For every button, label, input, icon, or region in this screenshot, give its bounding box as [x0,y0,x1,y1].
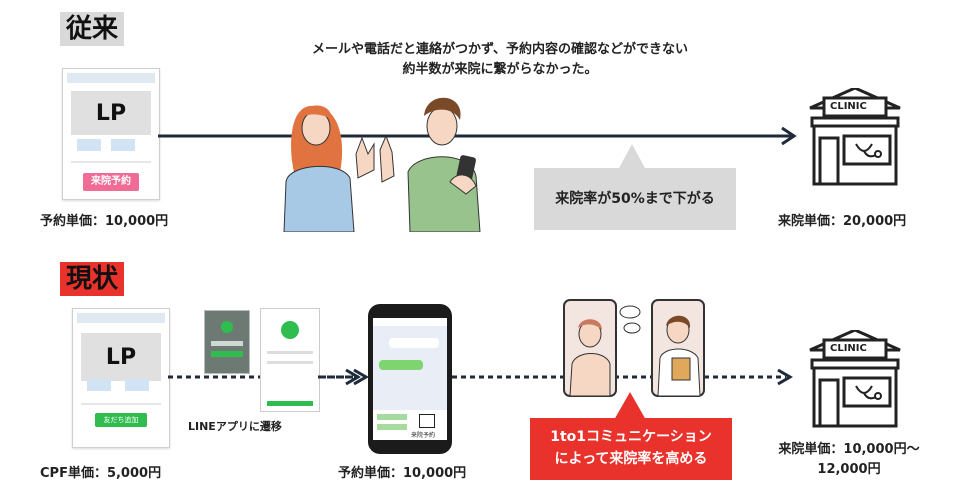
clinic-sign-old: CLINIC [830,101,867,112]
people-illustration [283,97,481,232]
section-label-new: 現状 [60,262,125,296]
section-label-old: 従来 [60,12,125,46]
bubble-old: 来院率が50%まで下がる [534,168,736,230]
clinic-price-new: 来院単価：10,000円～ 12,000円 [764,440,934,480]
top-caption-line1: メールや電話だと連絡がつかず、予約内容の確認などができない [311,42,689,57]
phone-house-icon [419,414,435,428]
clinic-building-new [809,330,901,428]
lp-reserve-button-old: 来院予約 [83,173,139,191]
lp-hero-new: LP [81,333,161,381]
lp-mockup-old: LP 来院予約 [62,68,160,200]
top-caption-line2: 約半数が来院に繋がらなかった。 [402,62,598,77]
clinic-price-new-line1: 来院単価：10,000円～ [778,442,920,457]
clinic-building-old [809,88,901,186]
flow-arrow-new-3 [452,368,793,386]
bubble-new-line1: 1to1コミュニケーション [550,429,712,445]
bubble-old-text: 来院率が50%まで下がる [555,191,715,207]
bubble-new: 1to1コミュニケーション によって来院率を高める [530,418,732,480]
lp-add-friend-button: 友だち追加 [95,413,147,427]
cpf-price: CPF単価：5,000円 [40,466,162,481]
line-app-screen-1 [204,310,250,374]
lp-text-new: LP [105,344,137,370]
bubble-tail-new [614,392,646,420]
reserve-price-new: 予約単価：10,000円 [338,466,467,481]
lp-hero-old: LP [71,91,151,135]
top-caption: メールや電話だと連絡がつかず、予約内容の確認などができない 約半数が来院に繋がら… [230,40,770,80]
flow-arrow-new-2 [318,368,369,386]
clinic-price-old: 来院単価：20,000円 [778,214,907,229]
line-app-caption: LINEアプリに遷移 [188,420,282,433]
clinic-sign-new: CLINIC [830,343,867,354]
line-app-screen-2 [260,308,320,412]
flow-arrow-old [158,126,797,146]
video-call-illustration [563,299,705,397]
clinic-price-new-line2: 12,000円 [817,462,881,477]
lp-price-old: 予約単価：10,000円 [40,214,169,229]
bubble-tail-old [618,144,646,170]
lp-mockup-new: LP 友だち追加 [72,308,170,448]
smartphone: 来院予約 [368,304,452,454]
bubble-new-line2: によって来院率を高める [554,451,708,467]
phone-reserve-label: 来院予約 [411,432,436,439]
lp-text-old: LP [95,100,127,126]
